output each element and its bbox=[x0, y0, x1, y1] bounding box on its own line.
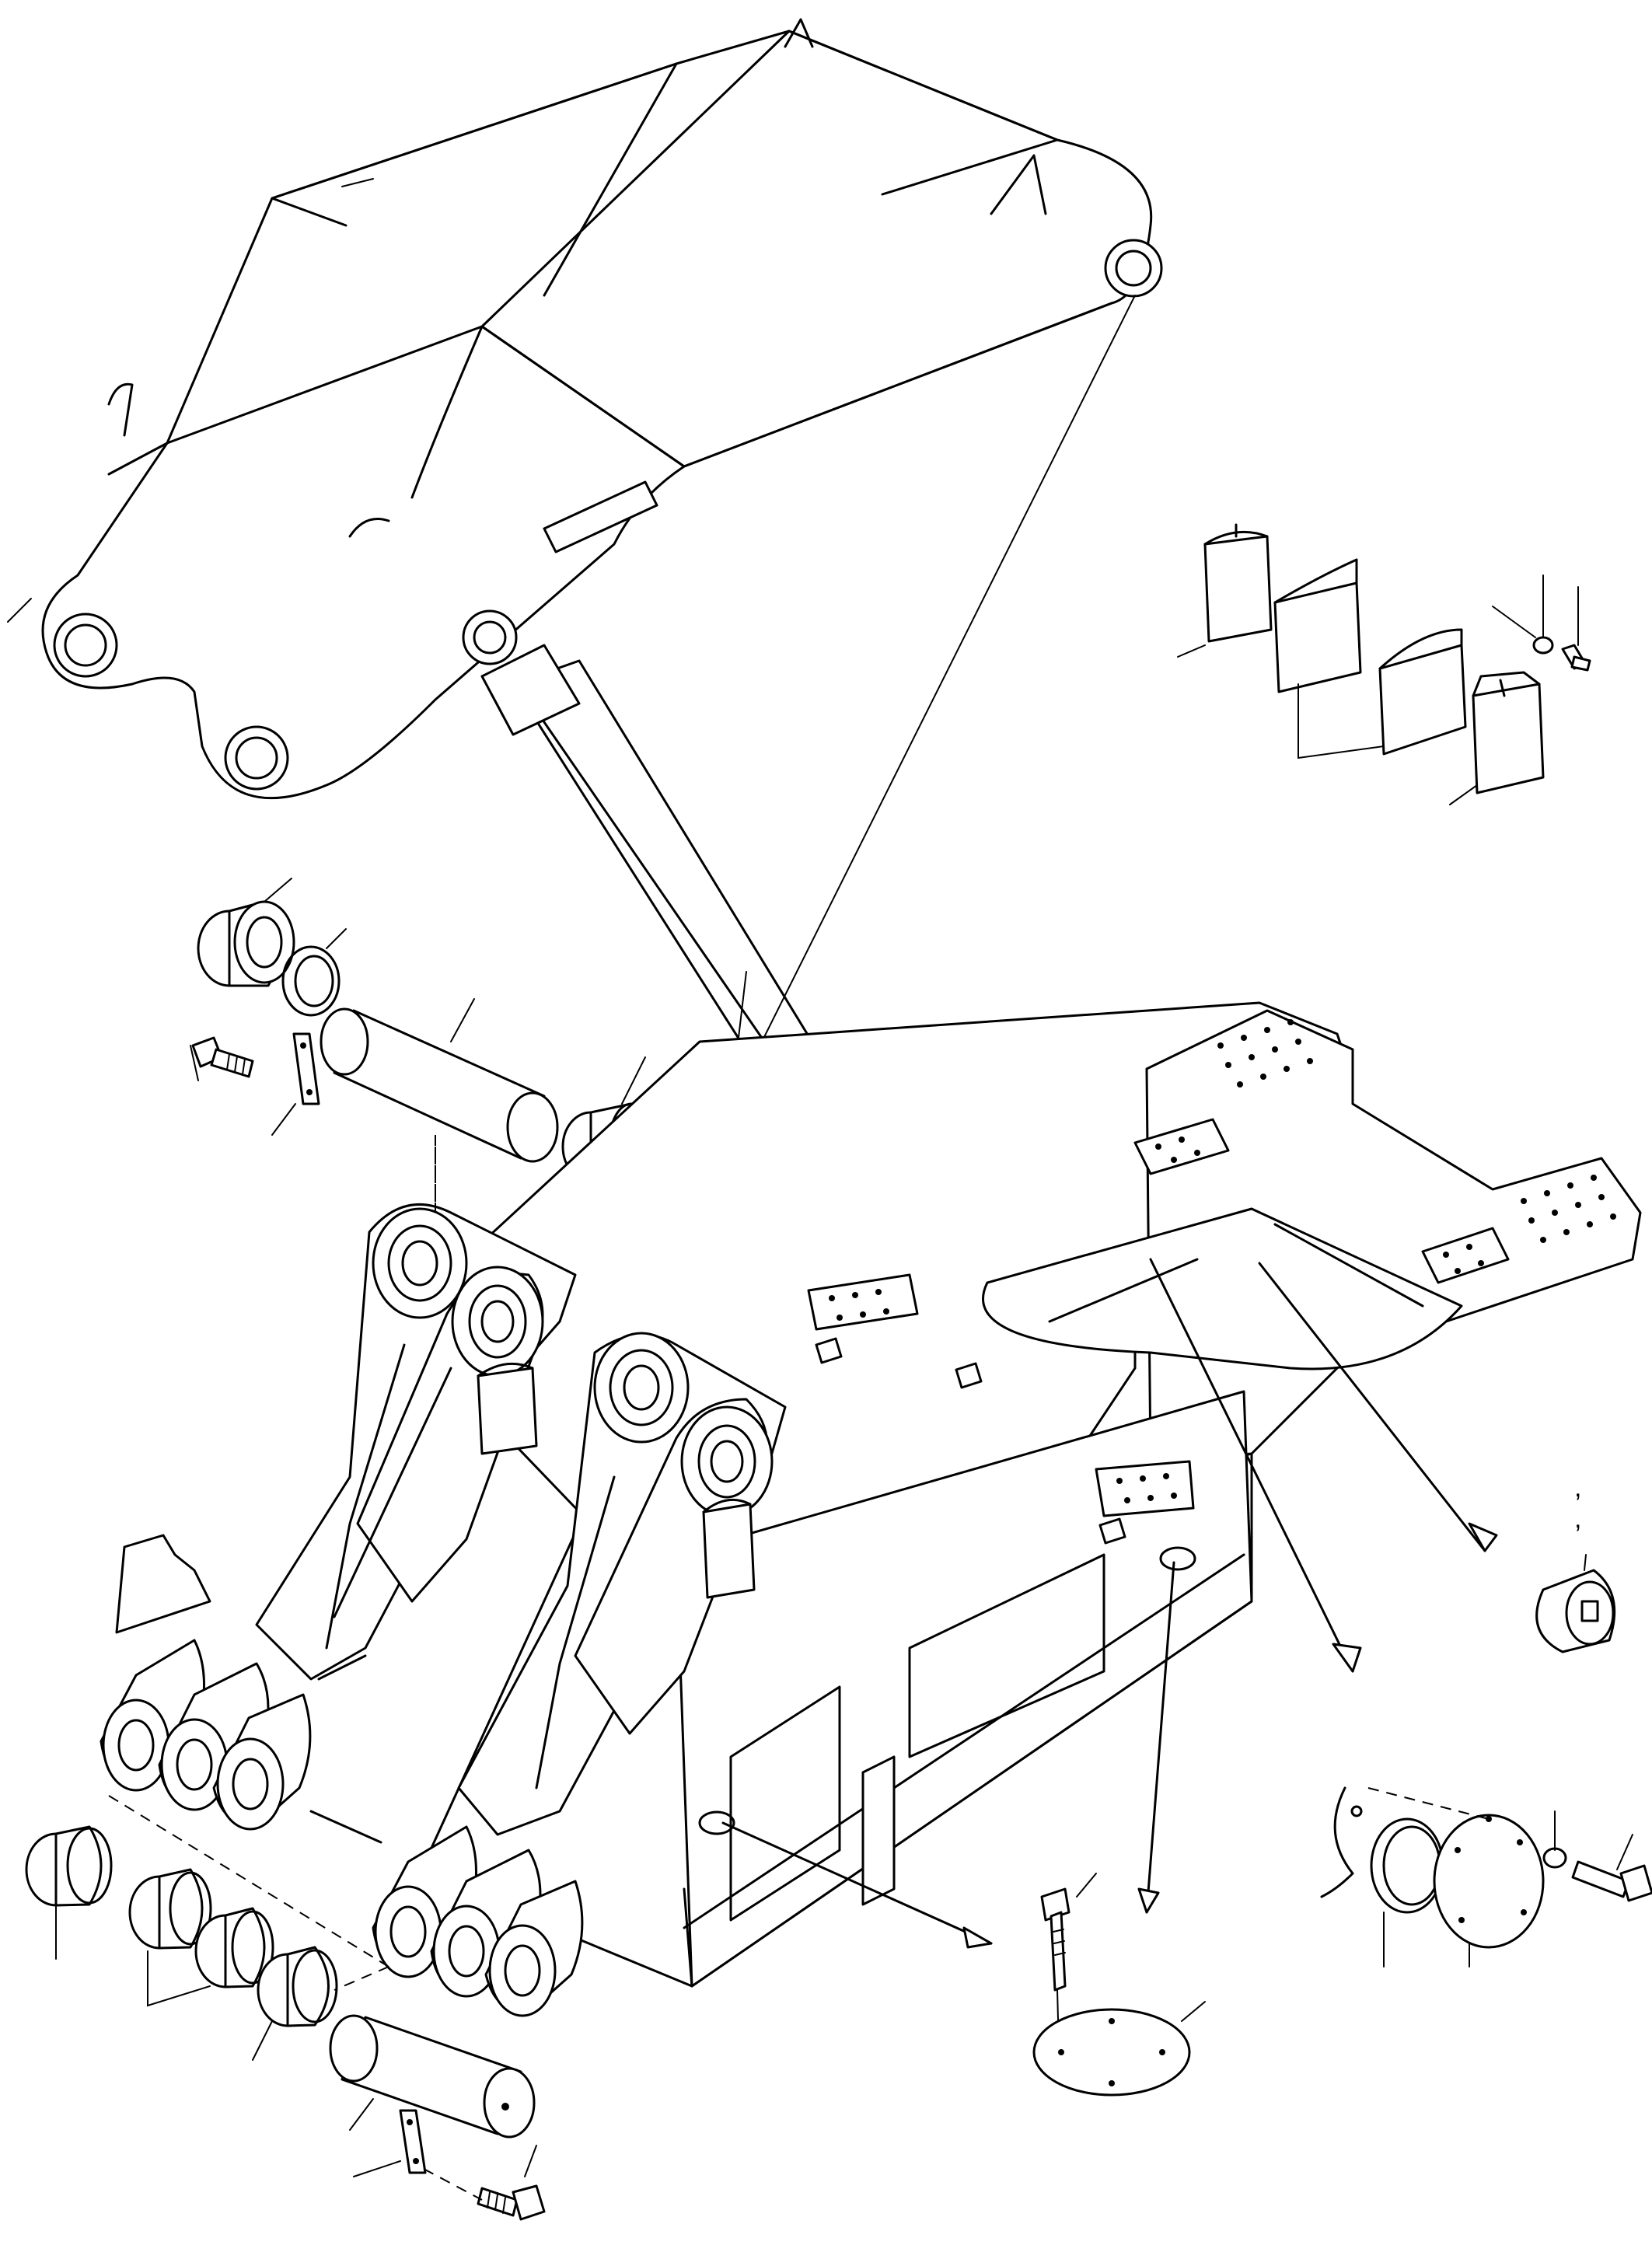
cover-2 bbox=[1273, 558, 1362, 693]
front-bolt bbox=[477, 2184, 546, 2221]
boom-foot-pin bbox=[320, 1007, 559, 1163]
threaded-plug: , , bbox=[1258, 1262, 1616, 1653]
bushing-1 bbox=[25, 1825, 113, 1907]
bolt-pattern-right bbox=[1521, 1175, 1616, 1243]
front-lock-plate bbox=[399, 2109, 427, 2174]
cover-1 bbox=[1203, 523, 1273, 643]
bushing-upper bbox=[197, 900, 295, 987]
bottom-cover-plate bbox=[721, 1561, 1206, 2097]
cover-4 bbox=[1472, 671, 1545, 794]
bushing-2 bbox=[128, 1868, 212, 1950]
shim-ring bbox=[281, 945, 341, 1017]
main-frame bbox=[100, 1001, 1642, 2017]
cover-bolt bbox=[1561, 644, 1591, 672]
frame-tower-right bbox=[457, 1332, 787, 1836]
front-lugs-right bbox=[372, 1825, 584, 2017]
cover-3 bbox=[1378, 628, 1467, 756]
retainer-bolt bbox=[191, 1036, 254, 1078]
bolt-plate-4 bbox=[1421, 1227, 1510, 1284]
tower-cover-1 bbox=[477, 1362, 538, 1455]
tower-cover-2 bbox=[702, 1498, 756, 1599]
cover-washer-kit bbox=[1542, 1847, 1567, 1869]
lock-plate bbox=[292, 1032, 320, 1105]
tick-mark-2: , bbox=[1574, 1504, 1581, 1534]
boom-leader-left bbox=[7, 598, 32, 623]
frame-tower-left bbox=[255, 1203, 577, 1681]
boom-leader-top bbox=[341, 178, 374, 187]
gasket-ring bbox=[1370, 1817, 1444, 1914]
boom-pin-leader bbox=[730, 295, 1136, 1105]
tick-mark-1: , bbox=[1574, 1473, 1581, 1503]
inspection-cover-kit bbox=[1149, 1258, 1652, 1967]
cover-plate bbox=[1433, 1814, 1545, 1949]
bushing-3 bbox=[194, 1907, 274, 1988]
bottom-bolt bbox=[1040, 1887, 1070, 2049]
front-pin bbox=[329, 2014, 536, 2139]
front-pin-assembly bbox=[25, 1795, 546, 2221]
front-lugs-left bbox=[100, 1639, 312, 1831]
bolt-pattern-rear bbox=[1217, 1019, 1313, 1088]
bolt-plate-3 bbox=[1133, 1118, 1230, 1175]
protective-covers bbox=[1177, 523, 1591, 805]
bushing-4 bbox=[257, 1946, 338, 2027]
bottom-plate bbox=[1032, 2008, 1191, 2097]
bolt-plate-1 bbox=[807, 1273, 919, 1331]
cover-washer bbox=[1532, 636, 1554, 655]
bolt-plate-2 bbox=[1095, 1460, 1195, 1517]
boom-assembly bbox=[41, 18, 1163, 800]
cover-bolt-kit bbox=[1571, 1860, 1652, 1902]
